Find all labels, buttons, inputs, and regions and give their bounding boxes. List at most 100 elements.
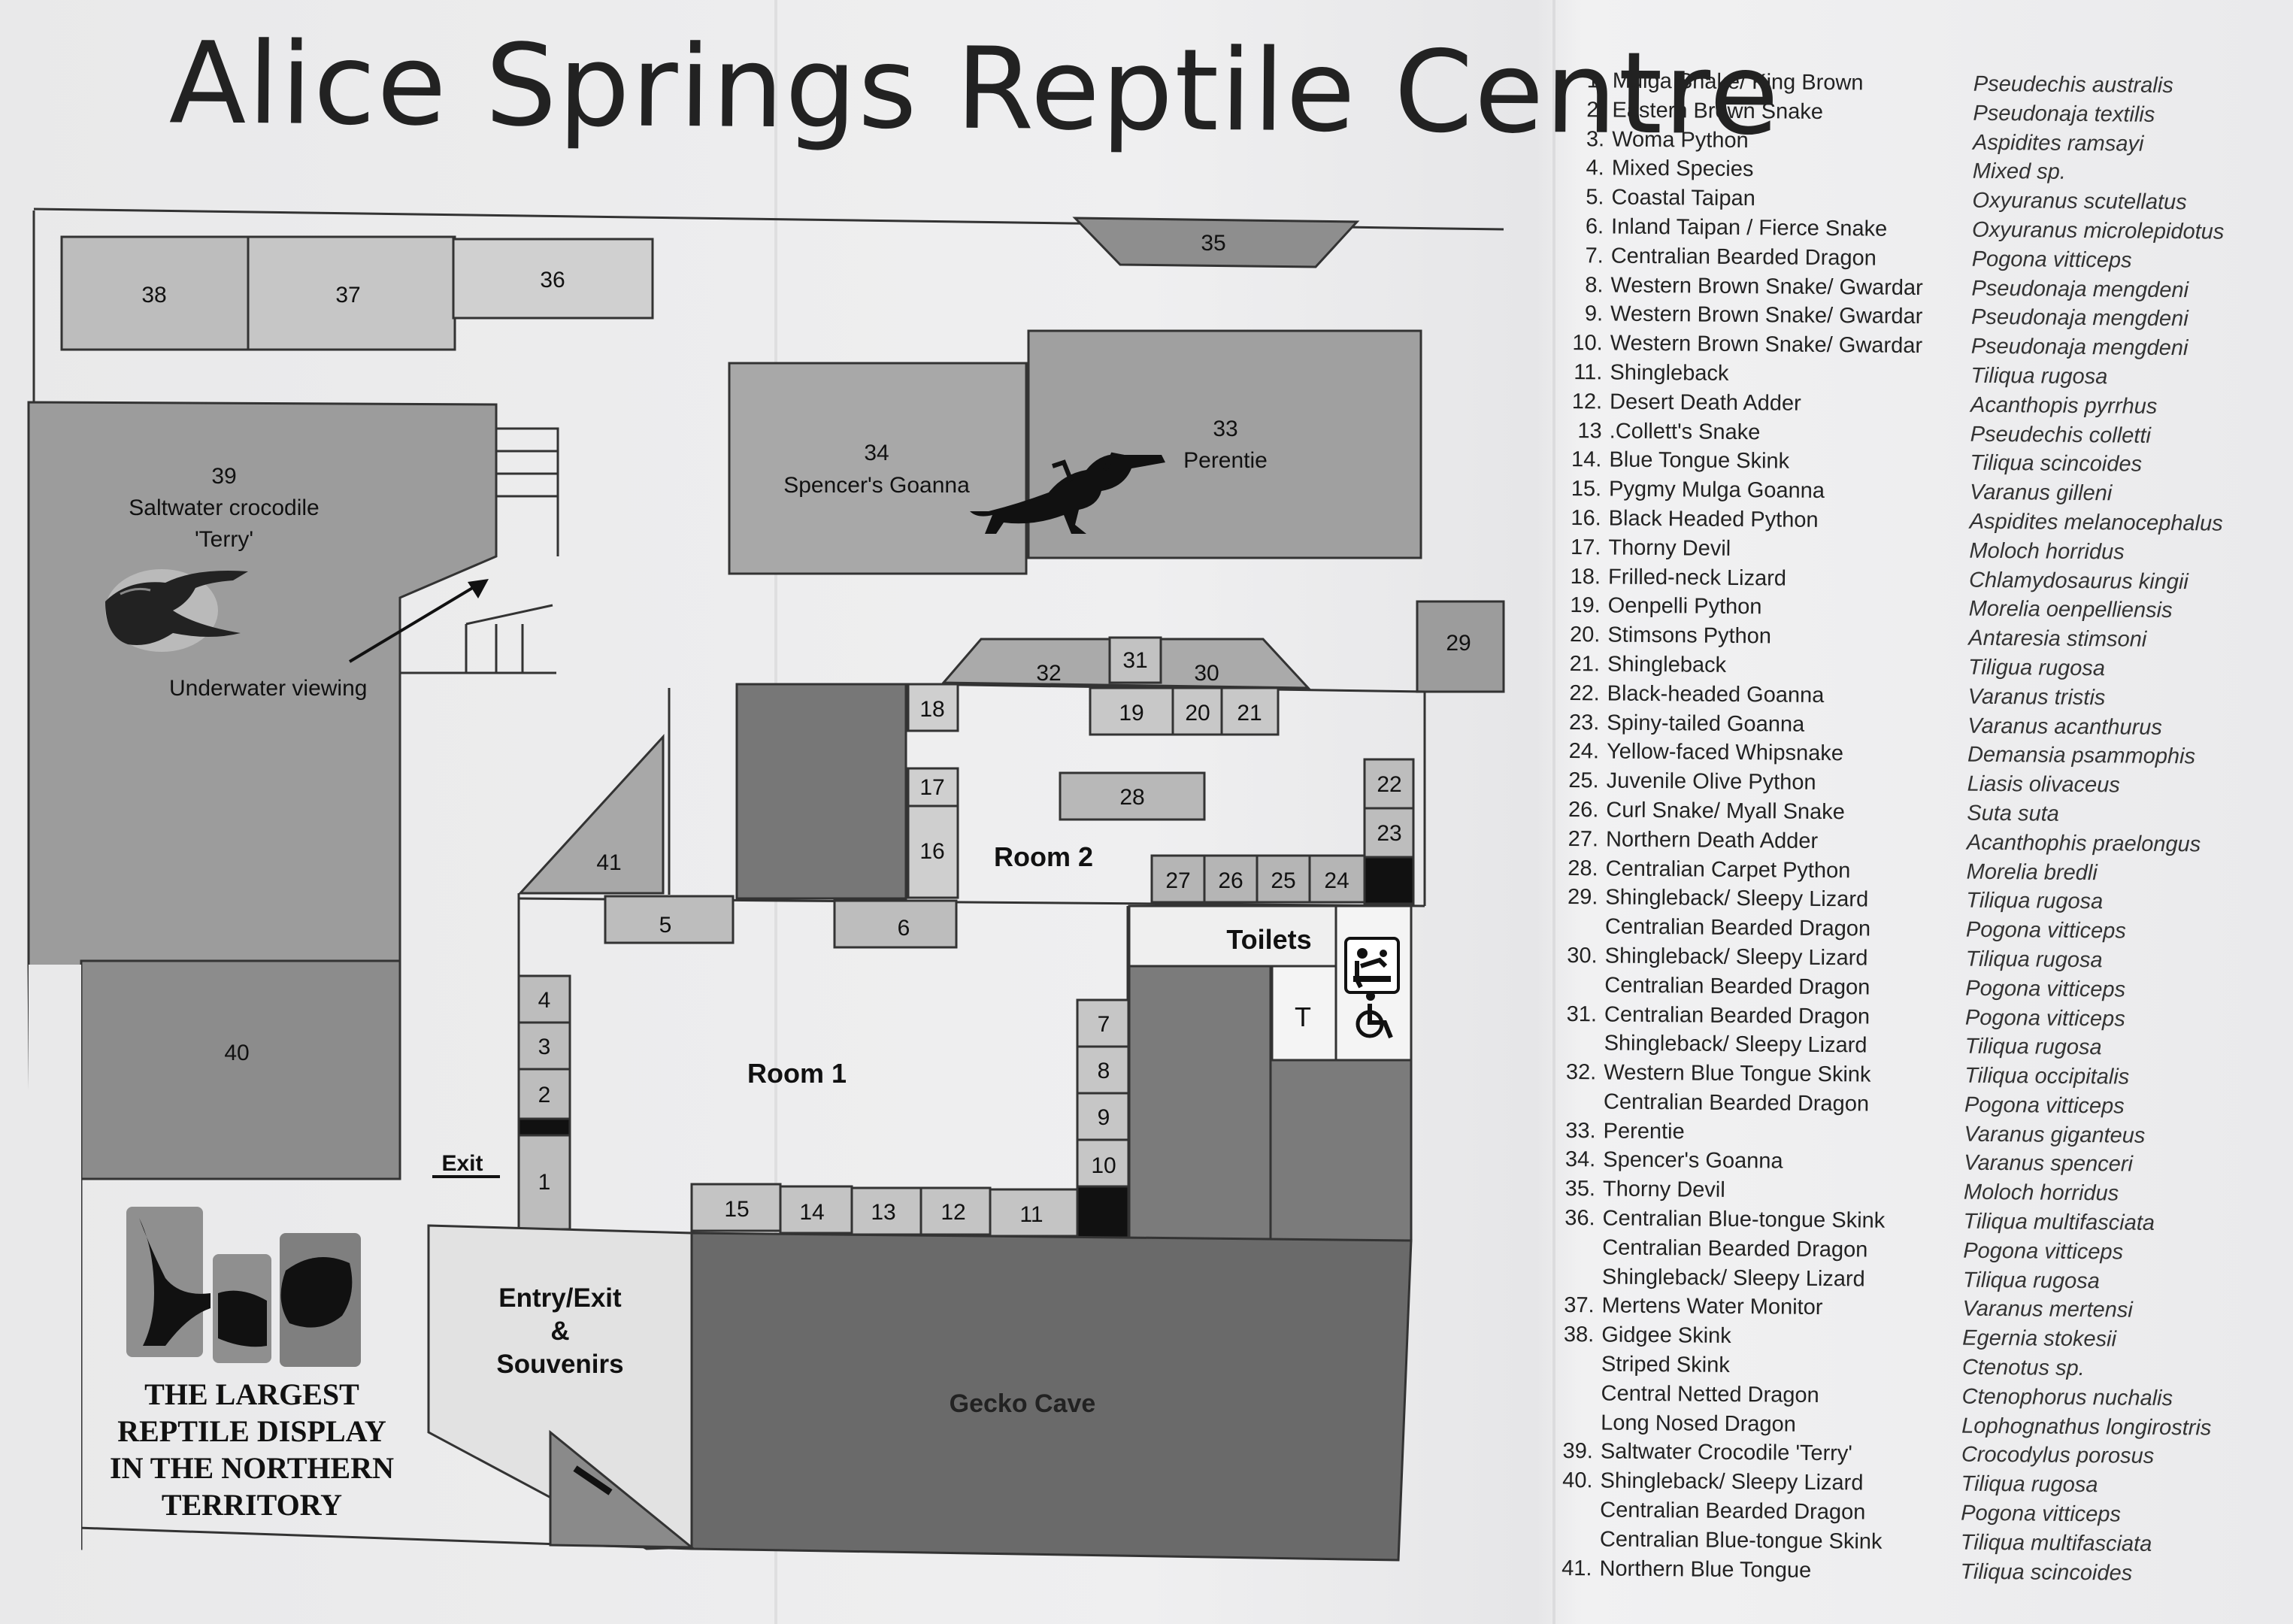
legend-common: Perentie: [1603, 1119, 1685, 1144]
label-23: 23: [1377, 821, 1401, 846]
legend-sci: Pseudonaja mengdeni: [1970, 334, 2188, 361]
legend-sci: Tiligua rugosa: [1967, 655, 2106, 681]
enclosure-41: [517, 734, 665, 895]
legend-num: 36.: [1565, 1206, 1595, 1231]
legend-num: 24.: [1568, 739, 1600, 764]
label-17: 17: [919, 775, 944, 800]
legend-num: [1559, 971, 1604, 1000]
legend-common: Western Brown Snake/ Gwardar: [1610, 301, 1923, 329]
label-20: 20: [1185, 701, 1210, 726]
legend-sci: Mixed sp.: [1972, 159, 2067, 185]
goanna-icon: [970, 452, 1165, 534]
legend-sci: Pseudechis australis: [1973, 71, 2173, 98]
enclosure-40: [80, 959, 401, 1180]
legend-num: 2.: [1586, 98, 1605, 123]
label-18: 18: [919, 697, 944, 722]
label-30: 30: [1194, 661, 1219, 686]
legend-common: Western Brown Snake/ Gwardar: [1610, 331, 1923, 359]
legend-sci: Ctenotus sp.: [1961, 1355, 2085, 1381]
legend-sci: Pseudechis colletti: [1970, 422, 2152, 448]
room-2-label: Room 2: [994, 841, 1093, 872]
legend-sci: Varanus giganteus: [1964, 1122, 2146, 1148]
legend-common: Centralian Bearded Dragon: [1600, 1498, 1866, 1525]
legend-num: 41.: [1561, 1556, 1592, 1581]
legend-sci: Morelia bredli: [1966, 859, 2098, 885]
enclosure-36: [452, 238, 654, 320]
label-32: 32: [1036, 661, 1061, 686]
legend-num: 27.: [1568, 826, 1599, 852]
legend-common: Shingleback/ Sleepy Lizard: [1604, 1031, 1867, 1058]
legend-common: Mertens Water Monitor: [1601, 1293, 1823, 1320]
label-24: 24: [1324, 868, 1349, 893]
legend-num: 34.: [1565, 1147, 1596, 1172]
legend-num: 37.: [1564, 1293, 1595, 1318]
label-7: 7: [1098, 1012, 1110, 1037]
legend-num: [1555, 1379, 1601, 1408]
display-block: [735, 683, 907, 900]
legend-common: Saltwater Crocodile 'Terry': [1600, 1439, 1853, 1466]
legend-common: Stimsons Python: [1607, 623, 1772, 649]
legend-num: 40.: [1562, 1468, 1593, 1493]
legend-sci: Pogona vitticeps: [1961, 1501, 2122, 1527]
enclosure-35: [1072, 217, 1360, 268]
label-10: 10: [1091, 1153, 1116, 1178]
entry-ramp: [549, 1429, 695, 1549]
legend-sci: Tiliqua rugosa: [1965, 947, 2103, 973]
legend-num: 20.: [1569, 623, 1601, 647]
room-1-label: Room 1: [747, 1058, 847, 1089]
closed-exhibit: [517, 1117, 571, 1137]
legend-common: Centralian Bearded Dragon: [1604, 914, 1871, 941]
enclosure-24: [1308, 854, 1366, 904]
tagline-line: REPTILE DISPLAY: [117, 1414, 386, 1448]
label-21: 21: [1237, 701, 1262, 726]
label-33-num: 33: [1213, 417, 1237, 441]
label-13: 13: [871, 1200, 895, 1225]
label-22: 22: [1377, 772, 1401, 797]
legend-common: Frilled-neck Lizard: [1607, 565, 1787, 591]
legend-sci: Pogona vitticeps: [1963, 1238, 2124, 1265]
enclosure-38: [60, 235, 251, 351]
legend-num: 16.: [1571, 506, 1601, 531]
legend-num: 5.: [1586, 185, 1604, 210]
legend-common: Black Headed Python: [1608, 506, 1819, 532]
legend-sci: Crocodylus porosus: [1961, 1443, 2155, 1469]
legend-common: Inland Taipan / Fierce Snake: [1610, 214, 1888, 241]
legend-common: Yellow-faced Whipsnake: [1606, 739, 1844, 766]
label-29: 29: [1446, 631, 1471, 656]
legend-num: 19.: [1570, 593, 1601, 618]
legend-sci: Ctenophorus nuchalis: [1961, 1384, 2173, 1410]
label-28: 28: [1119, 785, 1144, 810]
closed-exhibit: [1363, 856, 1415, 905]
legend-sci: Varanus tristis: [1967, 684, 2106, 710]
legend-sci: Pseudonaja mengdeni: [1970, 305, 2188, 332]
label-9: 9: [1098, 1105, 1110, 1130]
legend-common: Shingleback/ Sleepy Lizard: [1604, 944, 1868, 971]
underwater-viewing-label: Underwater viewing: [169, 676, 367, 701]
legend-sci: Pogona vitticeps: [1965, 976, 2126, 1002]
entry-amp-label: &: [550, 1316, 569, 1346]
legend-num: 14.: [1571, 447, 1602, 472]
legend-common: Pygmy Mulga Goanna: [1608, 477, 1825, 504]
legend-sci: Oxyuranus scutellatus: [1972, 188, 2187, 215]
label-36: 36: [540, 268, 565, 292]
legend-num: 33.: [1565, 1118, 1596, 1144]
legend-num: 15.: [1571, 477, 1602, 501]
enclosure-9: [1076, 1092, 1130, 1141]
legend-sci: Pogona vitticeps: [1971, 247, 2132, 273]
legend-num: 12.: [1571, 389, 1603, 414]
tagline-line: IN THE NORTHERN: [110, 1451, 394, 1485]
label-2: 2: [538, 1083, 551, 1107]
legend-num: 17.: [1570, 535, 1601, 560]
label-40: 40: [224, 1041, 249, 1065]
enclosure-16: [907, 804, 959, 899]
label-14: 14: [799, 1200, 824, 1225]
legend-common: Curl Snake/ Myall Snake: [1606, 798, 1846, 825]
label-38: 38: [141, 283, 166, 308]
label-15: 15: [724, 1197, 749, 1222]
legend-sci: Acanthophis praelongus: [1966, 830, 2201, 857]
legend-sci: Tiliqua rugosa: [1961, 1471, 2098, 1498]
legend-sci: Acanthopis pyrrhus: [1970, 392, 2158, 419]
legend-sci: Tiliqua occipitalis: [1964, 1063, 2130, 1089]
